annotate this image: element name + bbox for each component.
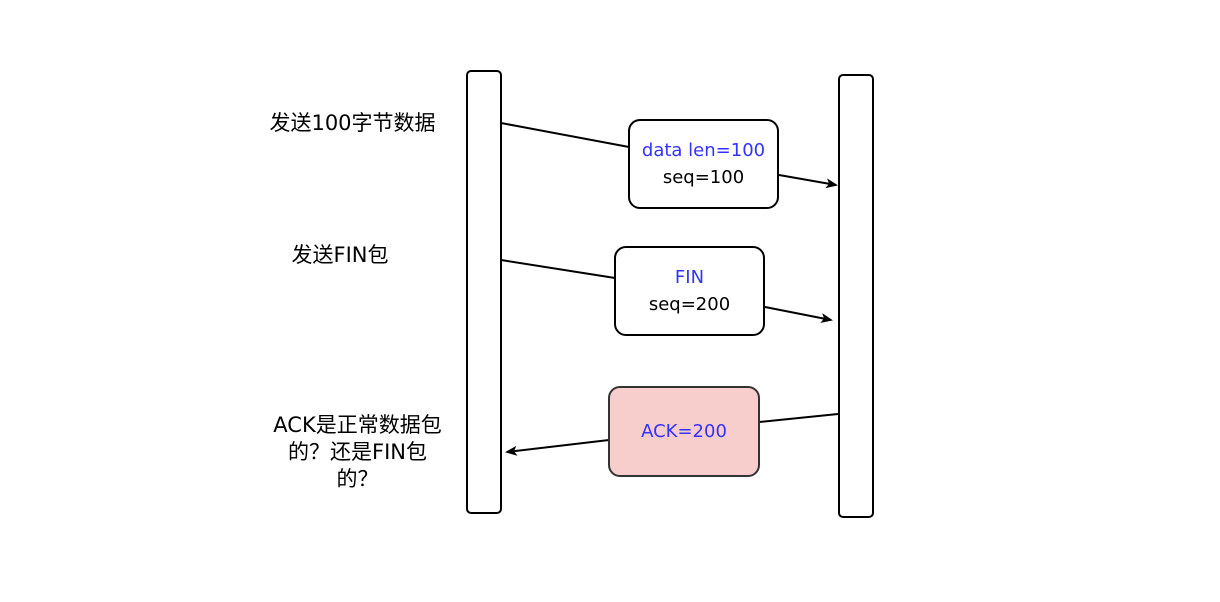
fin-arrow-segment-2 xyxy=(764,306,833,323)
data-arrow-segment-2 xyxy=(778,174,838,189)
send-fin-label: 发送FIN包 xyxy=(291,243,389,267)
ack-arrow-segment-1 xyxy=(758,413,839,423)
question-line-2: 的？还是FIN包 xyxy=(288,440,427,464)
data-message-title: data len=100 xyxy=(641,140,766,161)
receiver-lifeline xyxy=(838,74,874,518)
question-label: ACK是正常数据包 的？还是FIN包 的？ xyxy=(250,412,465,493)
question-line-1: ACK是正常数据包 xyxy=(273,413,442,437)
data-arrow-segment-1 xyxy=(500,122,630,148)
ack-arrow-segment-2 xyxy=(505,439,610,456)
question-line-3: 的？ xyxy=(336,467,379,491)
fin-arrow-segment-1 xyxy=(500,259,616,279)
ack-message-box: ACK=200 xyxy=(608,386,760,477)
fin-message-seq: seq=200 xyxy=(648,294,731,315)
fin-message-title: FIN xyxy=(674,267,705,288)
send-data-label: 发送100字节数据 xyxy=(269,111,436,135)
data-message-box: data len=100 seq=100 xyxy=(628,119,779,209)
fin-message-box: FIN seq=200 xyxy=(614,246,765,336)
ack-message-title: ACK=200 xyxy=(641,421,727,442)
sender-lifeline xyxy=(466,70,502,514)
data-message-seq: seq=100 xyxy=(662,167,745,188)
